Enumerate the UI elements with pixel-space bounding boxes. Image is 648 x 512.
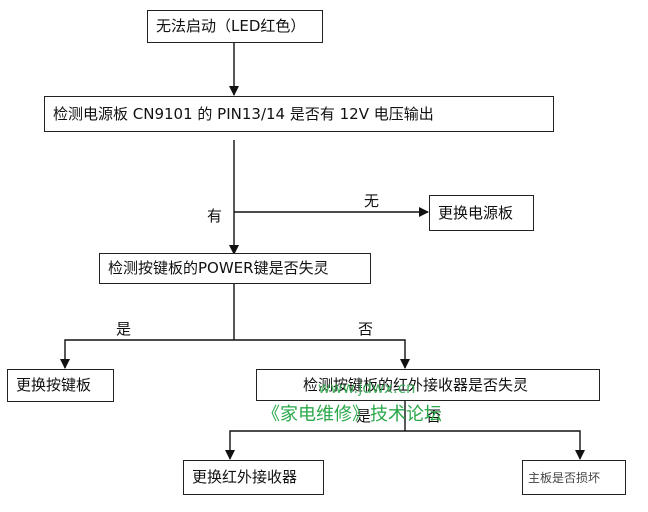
node-check-power-board-label: 检测电源板 CN9101 的 PIN13/14 是否有 12V 电压输出 xyxy=(53,104,434,123)
edge-no-to-ir xyxy=(234,339,410,369)
node-replace-ir-receiver: 更换红外接收器 xyxy=(183,460,324,495)
node-replace-power-board: 更换电源板 xyxy=(429,195,534,231)
edge-label-no-right: 否 xyxy=(358,320,374,338)
node-check-other-label: 主板是否损坏 xyxy=(528,470,601,485)
edge-no-to-other xyxy=(405,430,585,460)
watermark-url: www.jdwx.cn xyxy=(318,379,416,397)
edge-label-yes-left: 是 xyxy=(116,320,132,338)
node-replace-key-board: 更换按键板 xyxy=(7,369,114,402)
node-check-ir-receiver: 检测按键板的红外接收器是否失灵 xyxy=(256,369,600,401)
edge-label-yes-bottom: 是 xyxy=(356,407,372,425)
edge-yes-to-replace-ir xyxy=(225,430,405,460)
node-replace-key-board-label: 更换按键板 xyxy=(16,376,92,394)
node-check-ir-receiver-label: 检测按键板的红外接收器是否失灵 xyxy=(303,375,529,394)
node-check-key-board-label: 检测按键板的POWER键是否失灵 xyxy=(108,259,329,277)
edge-label-none: 无 xyxy=(364,192,380,210)
node-replace-ir-receiver-label: 更换红外接收器 xyxy=(192,468,298,486)
node-check-other: 主板是否损坏 xyxy=(522,460,626,495)
node-replace-power-board-label: 更换电源板 xyxy=(438,203,514,222)
edge-label-has: 有 xyxy=(207,207,223,225)
node-start-label: 无法启动（LED红色） xyxy=(156,17,306,35)
edge-yes-to-replace-key xyxy=(60,339,234,369)
node-start: 无法启动（LED红色） xyxy=(147,10,323,43)
edge-label-no-bottom: 否 xyxy=(426,407,442,425)
node-check-key-board: 检测按键板的POWER键是否失灵 xyxy=(99,253,371,284)
watermark-forum-name: 《家电维修》技术论坛 xyxy=(262,404,442,425)
node-check-power-board: 检测电源板 CN9101 的 PIN13/14 是否有 12V 电压输出 xyxy=(44,96,554,132)
